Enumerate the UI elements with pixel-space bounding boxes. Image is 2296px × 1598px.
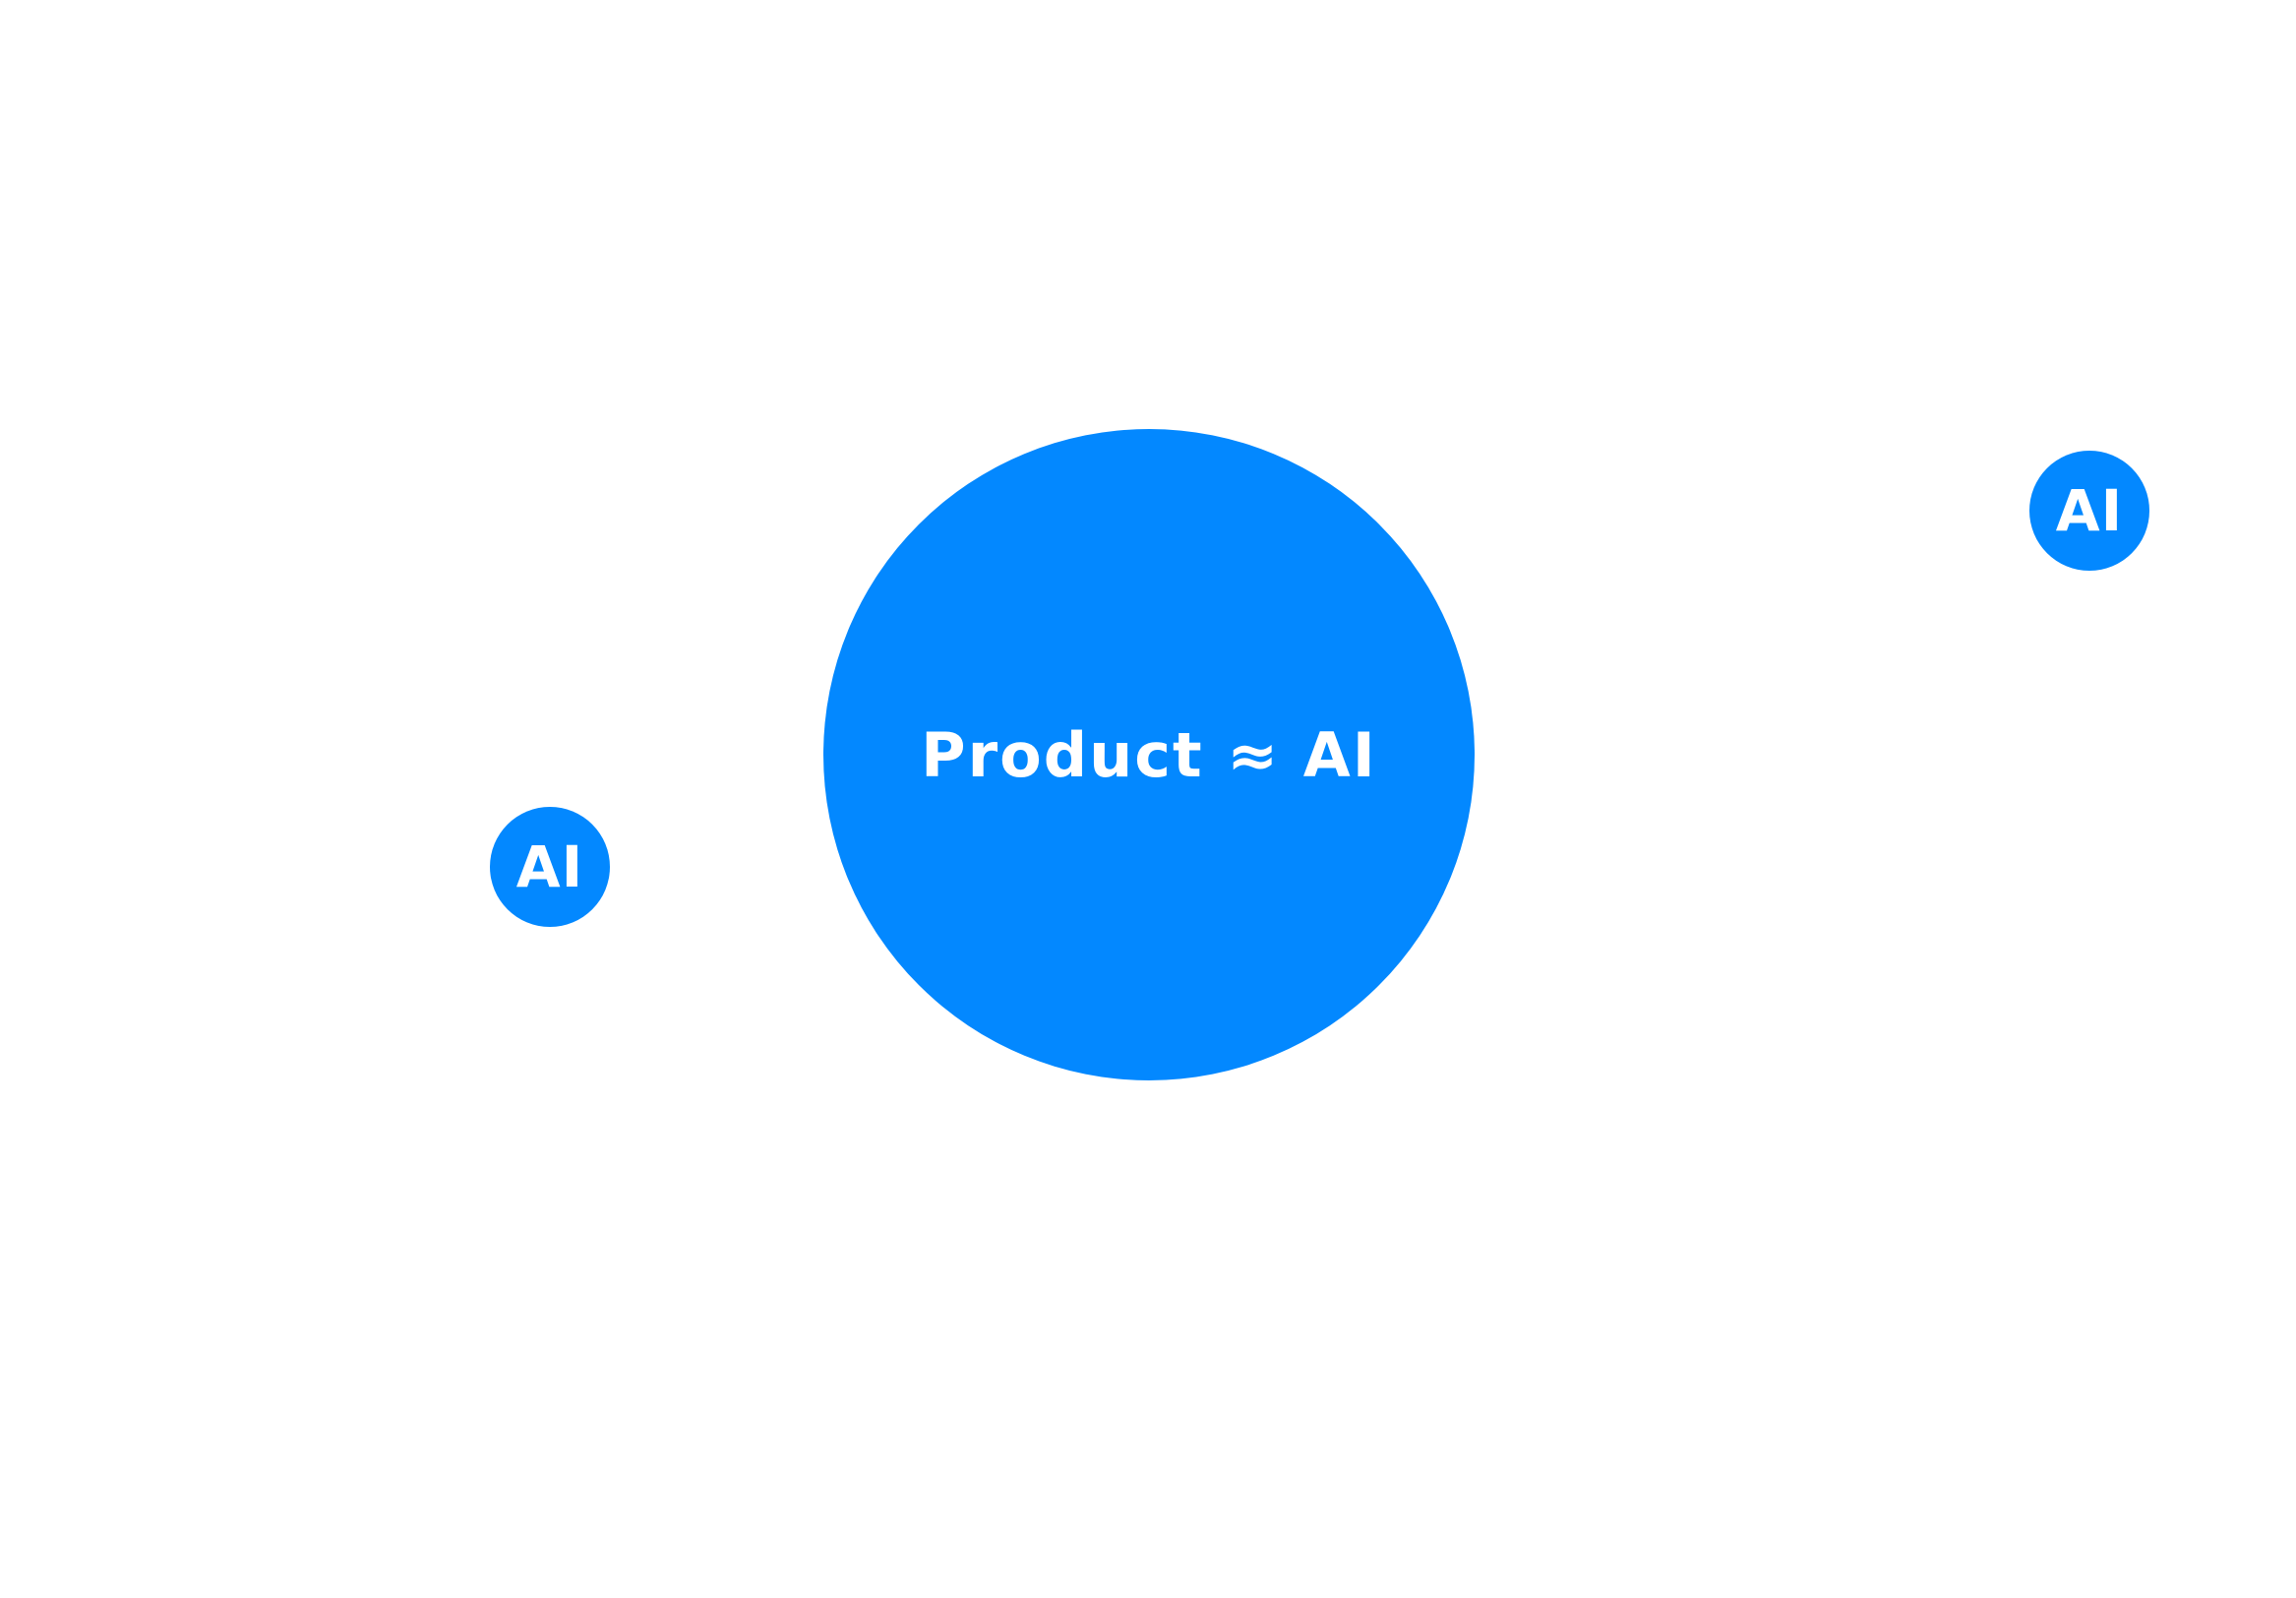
small-ai-bubble-left: AI [490, 807, 610, 927]
small-bubble-label: AI [515, 833, 584, 900]
main-bubble-label: Product ≈ AI [921, 718, 1377, 791]
main-circle-bubble: Product ≈ AI [823, 429, 1475, 1080]
small-bubble-label: AI [2055, 477, 2124, 544]
small-ai-bubble-right: AI [2029, 451, 2149, 571]
